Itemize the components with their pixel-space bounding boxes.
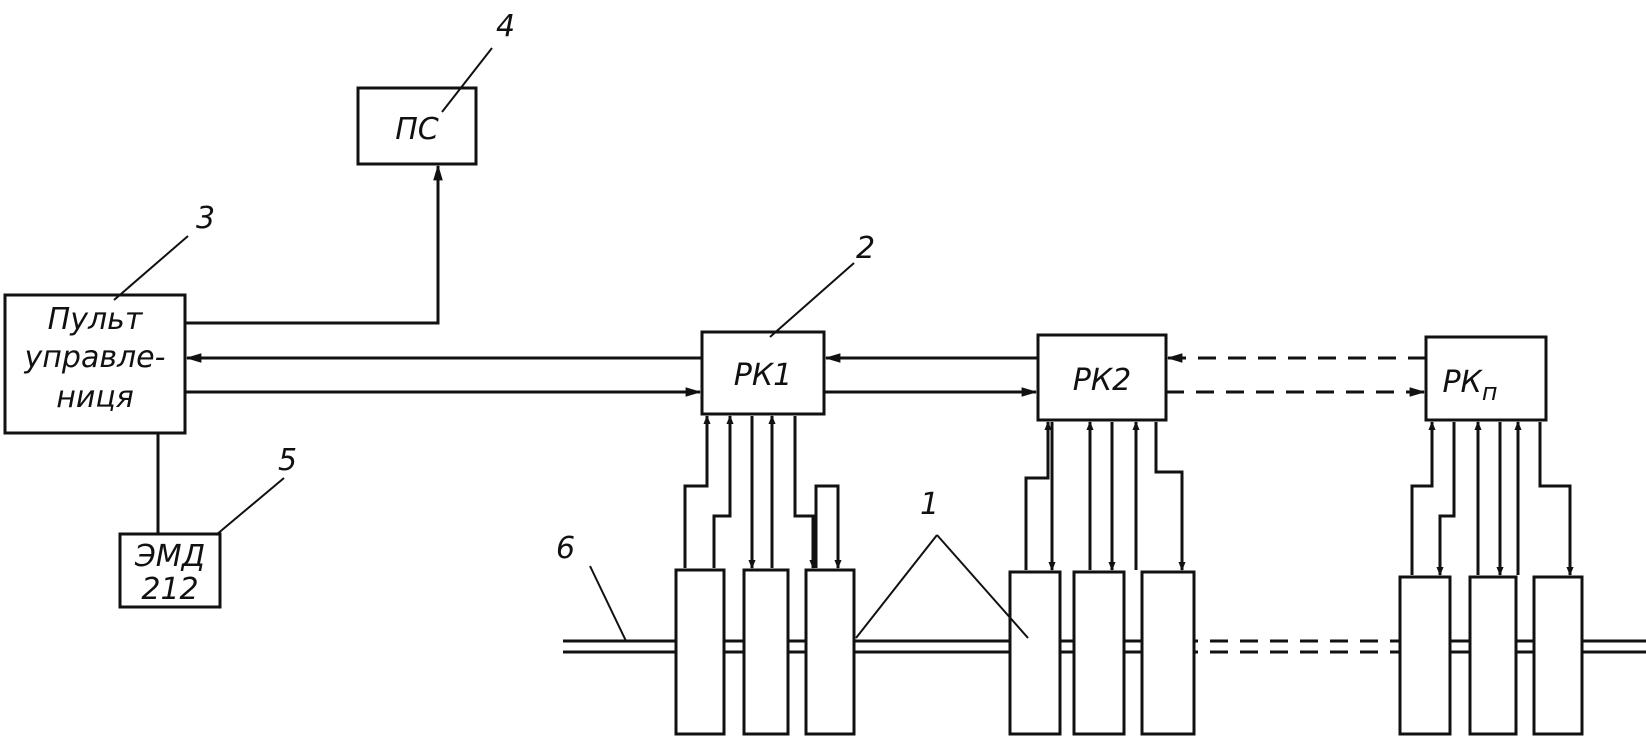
callout-2-leader	[769, 262, 855, 338]
callout-6-leader	[589, 565, 627, 642]
callout-5: 5	[278, 443, 297, 478]
callout-3: 3	[196, 201, 215, 236]
rkn-node: РКп	[1424, 335, 1548, 422]
sensor-block	[1008, 570, 1062, 736]
sensor-block	[1398, 575, 1452, 736]
rk1-label: РК1	[734, 358, 792, 393]
callout-1-leader-b	[936, 534, 1029, 639]
sensor-block	[742, 568, 790, 736]
rk1-node: РК1	[700, 330, 826, 416]
sensor-block	[1468, 575, 1518, 736]
sensor-group-n	[1398, 421, 1584, 736]
rkn-label-main: РК	[1442, 365, 1483, 400]
console-label-line2: управле-	[24, 340, 166, 375]
rk2-node: РК2	[1036, 333, 1168, 422]
emd-label-line1: ЭМД	[134, 539, 205, 574]
callout-6: 6	[556, 531, 575, 566]
rk2-label: РК2	[1073, 363, 1131, 398]
rkn-label-sub: п	[1482, 378, 1498, 406]
callout-2: 2	[856, 231, 875, 266]
sensor-block	[674, 568, 726, 736]
callout-5-leader	[215, 477, 285, 536]
sensor-block	[1140, 570, 1196, 736]
console-label-line3: ниця	[56, 380, 134, 415]
callout-1: 1	[920, 487, 939, 522]
emd-label-line2: 212	[141, 572, 198, 607]
ps-node: ПС	[356, 86, 478, 166]
console-label-line1: Пульт	[48, 302, 144, 337]
sensor-group-1	[674, 415, 856, 736]
control-console-node: Пульт управле- ниця	[3, 293, 187, 435]
sensor-group-2	[1008, 421, 1196, 736]
sensor-block	[1532, 575, 1584, 736]
callout-3-leader	[113, 235, 189, 301]
emd-212-node: ЭМД 212	[118, 532, 222, 609]
ps-label: ПС	[395, 112, 439, 147]
callout-4-leader	[441, 47, 493, 113]
sensor-block	[804, 568, 856, 736]
console-to-ps-link	[185, 164, 443, 325]
sensor-block	[1072, 570, 1126, 736]
callout-4: 4	[496, 9, 515, 44]
rkn-label: РКп	[1442, 365, 1497, 406]
callout-1-leader-a	[855, 534, 938, 639]
